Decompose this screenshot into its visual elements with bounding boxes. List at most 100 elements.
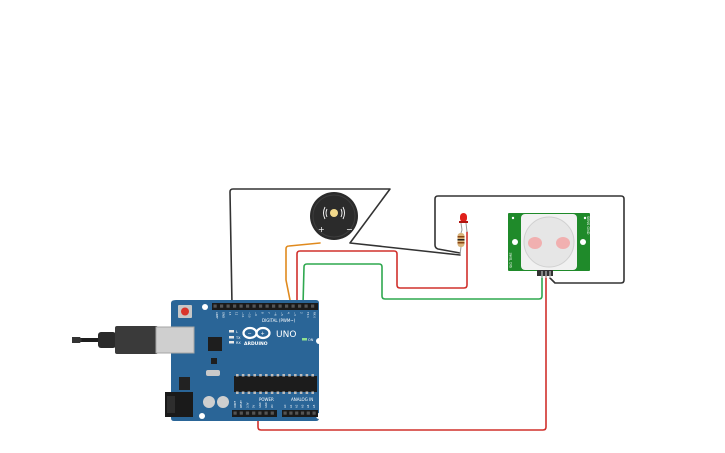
wire-red-led[interactable] [296,231,468,306]
logo-plus: + [261,331,265,337]
analog-pin-label: A4 [306,404,310,408]
digital-pin-label: 2 [300,312,304,314]
usb-plug [115,326,158,354]
chip-pin [253,374,256,377]
capacitor-1 [203,396,215,408]
wire-red-5v[interactable] [257,275,547,431]
capacitor-2 [217,396,229,408]
digital-pin-hole[interactable] [233,304,237,308]
digital-pin-label: 8 [261,312,265,314]
digital-header [212,303,318,310]
bottom-pin-holes [233,411,316,415]
power-pin-label: 5V [253,404,256,408]
power-pin-hole[interactable] [270,411,274,415]
wire-black-led-pir[interactable] [434,195,625,284]
analog-label: ANALOG IN [291,397,313,402]
digital-pin-hole[interactable] [246,304,250,308]
analog-pin-hole[interactable] [312,411,316,415]
wire-orange-buzzer[interactable] [285,242,321,306]
chip-pin [288,391,291,394]
pir-left-label: SIG TIME [509,253,513,268]
power-pin-label: GND [259,402,262,408]
small-chip [211,358,217,364]
wires [229,188,625,431]
digital-pin-hole[interactable] [304,304,308,308]
on-led [302,338,307,341]
chip-pin [265,391,268,394]
digital-pin-holes [213,304,315,308]
pir-sensor[interactable]: SIG TIME SENS GND [508,213,590,278]
wire-green-pir[interactable] [302,263,543,306]
digital-pin-hole[interactable] [291,304,295,308]
chip-pin [282,391,285,394]
digital-pin-hole[interactable] [265,304,269,308]
digital-pin-hole[interactable] [213,304,217,308]
arduino-uno-board[interactable]: L TX RX ON − + ARDUINO UNO DIGITAL (PWM~… [155,300,322,421]
power-pin-hole[interactable] [245,411,250,415]
crystal [206,370,220,376]
piezo-buzzer[interactable]: + − [310,192,358,240]
led-rx-label: RX [236,341,241,345]
digital-pin-hole[interactable] [259,304,263,308]
digital-pin-label: GND [222,312,226,318]
power-pin-hole[interactable] [252,411,256,415]
chip-pin [270,374,274,377]
power-pin-hole[interactable] [264,411,268,415]
logo-minus: − [248,331,252,337]
analog-pin-hole[interactable] [306,411,310,415]
resistor-lead-top [460,229,463,234]
led-l-label: L [236,330,238,334]
analog-pin-label: A2 [295,404,299,408]
digital-pin-hole[interactable] [311,304,315,308]
pir-lens-left [528,237,542,249]
chip-pin [294,374,297,377]
pir-header [537,270,553,276]
pir-corner-dot-2 [583,216,587,220]
voltage-regulator [179,377,190,390]
buzzer-rim [312,194,356,238]
resistor-band-1 [457,236,465,238]
digital-pin-hole[interactable] [252,304,256,308]
chip-pin [265,374,268,377]
board-pcb [171,300,319,421]
chip-pin [299,374,303,377]
digital-pin-label: 7 [267,312,271,314]
buzzer-plus-label: + [318,225,325,234]
digital-pin-hole[interactable] [220,304,224,308]
digital-pin-hole[interactable] [272,304,276,308]
chip-pin [299,391,303,394]
power-pin-label: GND [265,402,268,408]
digital-pin-hole[interactable] [298,304,302,308]
digital-pin-hole[interactable] [285,304,289,308]
power-pin-hole[interactable] [233,411,237,415]
power-pin-hole[interactable] [258,411,262,415]
chip-pin [236,374,239,377]
atmega-chip [234,376,317,392]
wire-black-gnd[interactable] [229,188,461,306]
usb-chip [208,337,222,351]
chip-pin [241,391,245,394]
analog-pin-hole[interactable] [295,411,299,415]
mount-hole-bl [199,413,205,419]
led-rx [229,341,234,344]
digital-pin-hole[interactable] [226,304,230,308]
resistor[interactable] [457,229,465,255]
analog-pin-hole[interactable] [300,411,305,415]
power-pin-hole[interactable] [239,411,243,415]
chip-pin [241,374,245,377]
digital-pin-label: TX 1 [306,312,310,318]
digital-pin-label: RX 0 [313,312,317,318]
power-label: POWER [259,397,274,402]
usb-b-connector [155,326,195,354]
chip-pin [305,391,309,394]
digital-pin-hole[interactable] [278,304,282,308]
red-led[interactable] [459,213,468,233]
analog-pin-hole[interactable] [289,411,293,415]
chip-pin [253,391,256,394]
analog-pin-hole[interactable] [283,411,287,415]
power-pin-label: RESET [240,400,243,408]
digital-pin-hole[interactable] [239,304,243,308]
chip-pin [259,391,262,394]
pir-lens-right [556,237,570,249]
